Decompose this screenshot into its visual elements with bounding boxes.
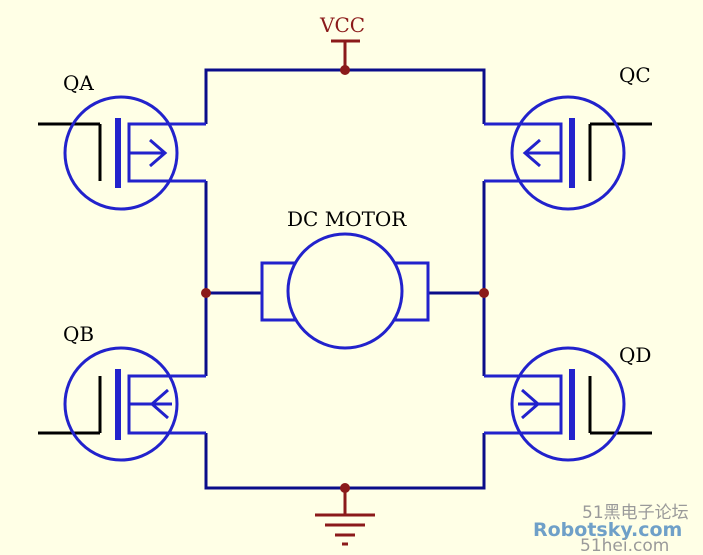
- qa-label: QA: [63, 71, 94, 95]
- dc-motor: [260, 232, 430, 350]
- transistor-qc: [484, 95, 652, 211]
- qb-label: QB: [63, 322, 94, 346]
- watermark-line1: 51黑电子论坛: [582, 503, 689, 523]
- junction-dot-vcc: [340, 65, 350, 75]
- watermark-line2: Robotsky.com: [533, 519, 682, 541]
- bottom-rail-wire: [204, 433, 486, 490]
- left-mid-wire: [204, 181, 262, 376]
- motor-label: DC MOTOR: [287, 207, 407, 231]
- junction-dot-gnd: [340, 483, 350, 493]
- watermark-line3: 51hei.com: [580, 536, 669, 555]
- qd-label: QD: [619, 343, 651, 367]
- transistor-qa: [38, 95, 206, 211]
- junction-dot-left: [201, 288, 211, 298]
- vcc-label: VCC: [319, 13, 365, 37]
- right-mid-wire: [428, 181, 486, 376]
- transistor-qb: [38, 346, 206, 462]
- transistor-qd: [484, 346, 652, 462]
- ground-symbol: [315, 488, 375, 546]
- junction-dot-right: [479, 288, 489, 298]
- top-rail-wire: [204, 68, 486, 124]
- qc-label: QC: [619, 63, 651, 87]
